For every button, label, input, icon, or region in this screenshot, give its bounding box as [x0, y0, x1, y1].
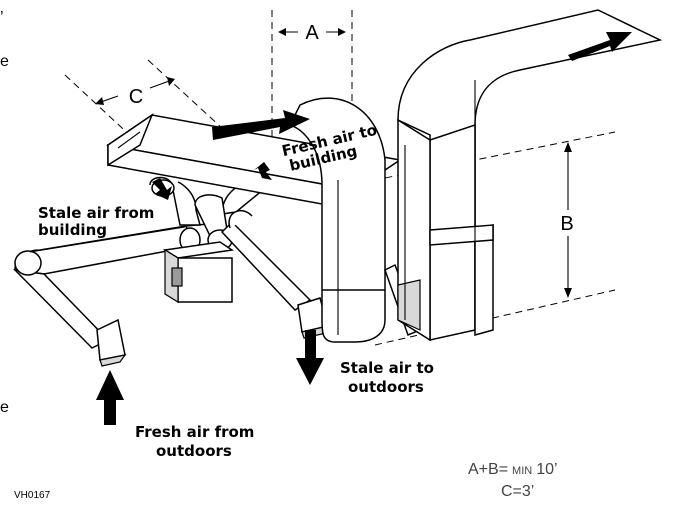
airflow-arrow-right-duct: [568, 32, 632, 61]
margin-fragment-top: ’: [0, 9, 4, 26]
airflow-arrows: [96, 32, 632, 425]
label-stale-air-to-line2: outdoors: [348, 378, 424, 396]
label-stale-air-from-line1: Stale air from: [38, 204, 154, 222]
formula-value: 10’: [536, 461, 557, 478]
label-stale-air-to-line1: Stale air to: [340, 359, 434, 377]
main-duct-right: [397, 9, 663, 342]
dimension-b-label: B: [560, 213, 573, 235]
airflow-arrow-stale-to: [296, 330, 324, 385]
airflow-arrow-stale-in: [152, 178, 172, 200]
airflow-arrow-fresh-in: [254, 162, 272, 180]
formula-prefix: A+B=: [468, 461, 508, 478]
dimension-c-label: C: [129, 86, 143, 108]
stale-air-exhaust-pipe: [220, 209, 312, 311]
formula-line2: C=3’: [501, 483, 534, 500]
airflow-arrow-fresh-from: [96, 370, 124, 425]
label-fresh-air-from-line1: Fresh air from: [135, 423, 254, 441]
formula-min: MIN: [512, 465, 532, 477]
hrv-unit: [162, 241, 235, 304]
label-stale-air-from-line2: building: [38, 221, 107, 239]
margin-fragment-bottom: e: [0, 399, 9, 416]
formula-line1: A+B= MIN 10’: [468, 461, 558, 478]
airflow-arrow-top-duct: [212, 110, 310, 140]
dimension-b-guides: [349, 131, 616, 346]
dimension-a-label: A: [305, 22, 319, 44]
figure-id: VH0167: [14, 490, 51, 501]
stale-air-pipe-left: [12, 225, 196, 349]
fresh-air-hood: [96, 318, 127, 367]
label-fresh-air-from-line2: outdoors: [156, 442, 232, 460]
margin-fragment-mid: e: [0, 53, 9, 70]
